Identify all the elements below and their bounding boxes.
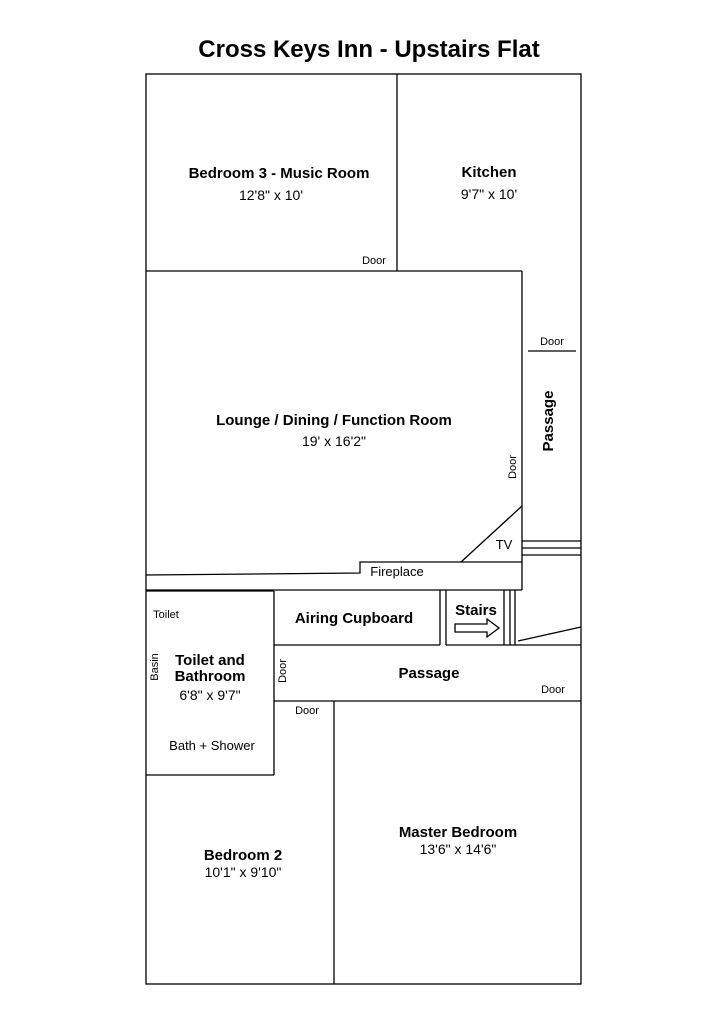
plan-title: Cross Keys Inn - Upstairs Flat bbox=[198, 36, 539, 63]
bathroom-size: 6'8" x 9'7" bbox=[179, 687, 240, 703]
bathroom-name-line2: Bathroom bbox=[175, 668, 246, 685]
wall-lounge-bottom bbox=[145, 561, 522, 576]
stairs-slope bbox=[517, 626, 582, 642]
stairs-name: Stairs bbox=[455, 602, 497, 619]
master-bedroom-name: Master Bedroom bbox=[399, 824, 517, 841]
bathroom-name-line1: Toilet and bbox=[175, 652, 245, 669]
tv-corner bbox=[460, 505, 523, 563]
bedroom3-name: Bedroom 3 - Music Room bbox=[189, 165, 370, 182]
stairs-arrow-icon bbox=[454, 617, 501, 639]
passage-upper-name: Passage bbox=[540, 391, 557, 452]
passage-lower-name: Passage bbox=[399, 665, 460, 682]
door-label-bathroom: Door bbox=[277, 659, 289, 683]
master-bedroom-size: 13'6" x 14'6" bbox=[420, 841, 497, 857]
lounge-size: 19' x 16'2" bbox=[302, 433, 366, 449]
airing-cupboard-name: Airing Cupboard bbox=[295, 610, 413, 627]
kitchen-name: Kitchen bbox=[461, 164, 516, 181]
kitchen-size: 9'7" x 10' bbox=[461, 186, 517, 202]
tv-label: TV bbox=[496, 537, 513, 552]
door-label-passage: Door bbox=[541, 684, 565, 696]
bedroom2-size: 10'1" x 9'10" bbox=[205, 864, 282, 880]
fireplace-label: Fireplace bbox=[370, 564, 423, 579]
bath-shower-label: Bath + Shower bbox=[169, 738, 255, 753]
door-label-lounge: Door bbox=[507, 455, 519, 479]
door-label-bedroom3: Door bbox=[362, 255, 386, 267]
toilet-label: Toilet bbox=[153, 609, 179, 621]
lounge-name: Lounge / Dining / Function Room bbox=[216, 412, 452, 429]
door-label-kitchen: Door bbox=[540, 336, 564, 348]
door-label-bedroom2: Door bbox=[295, 705, 319, 717]
basin-label: Basin bbox=[149, 653, 161, 681]
bedroom3-size: 12'8" x 10' bbox=[239, 187, 303, 203]
outer-wall bbox=[145, 73, 582, 985]
bedroom2-name: Bedroom 2 bbox=[204, 847, 282, 864]
